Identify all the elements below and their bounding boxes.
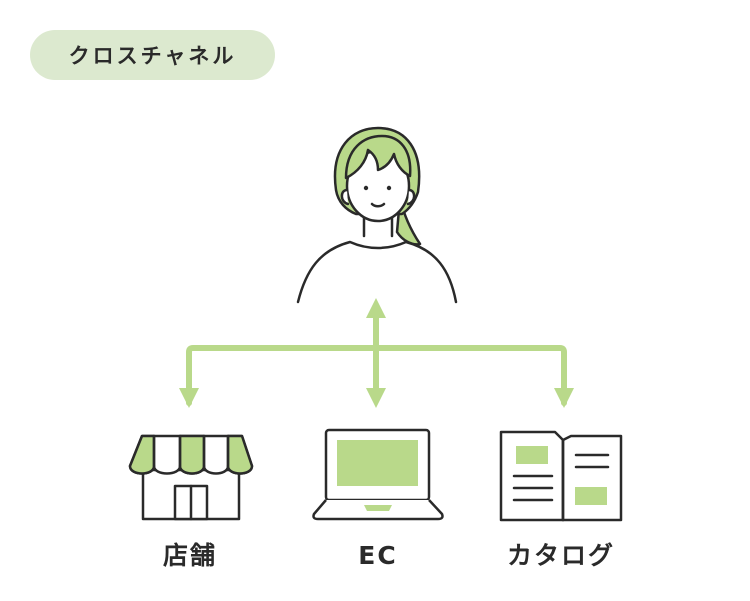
arrow-up-icon xyxy=(366,298,386,318)
arrow-down-icon xyxy=(554,388,574,408)
storefront-icon xyxy=(128,434,254,521)
catalog-icon xyxy=(499,430,623,522)
arrow-down-icon xyxy=(366,388,386,408)
arrow-down-icon xyxy=(179,388,199,408)
connector-arrows xyxy=(179,298,574,408)
laptop-icon xyxy=(312,428,444,521)
customer-icon xyxy=(296,126,458,304)
label-ec: EC xyxy=(358,541,398,570)
title-badge: クロスチャネル xyxy=(30,30,275,80)
label-store: 店舗 xyxy=(162,541,217,570)
label-catalog: カタログ xyxy=(506,541,615,570)
title-text: クロスチャネル xyxy=(68,44,237,68)
